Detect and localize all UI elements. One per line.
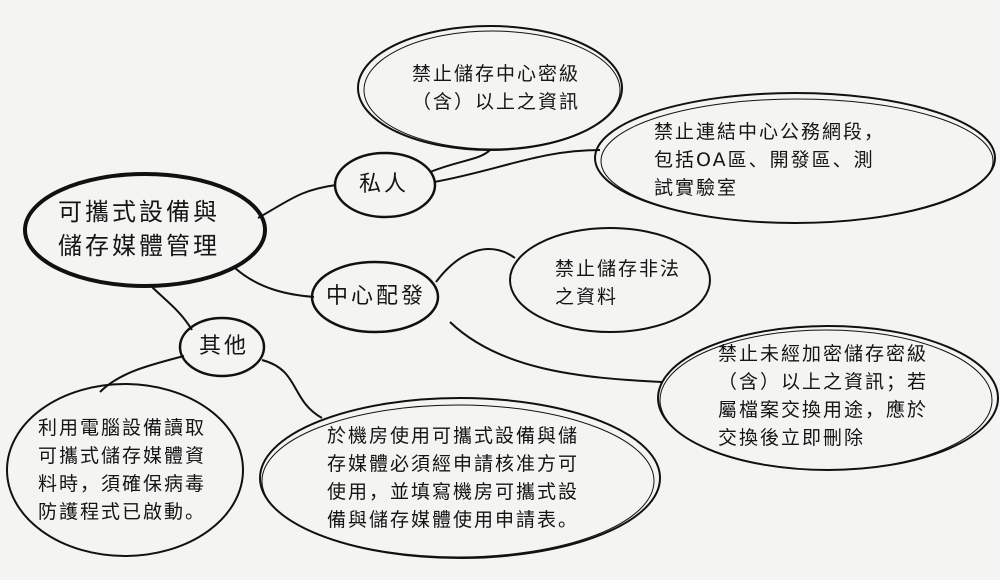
connector-other-leaf1 [99, 355, 185, 393]
leaf-other-2-outline-2 [261, 404, 655, 558]
leaf-other-1: 利用電腦設備讀取 可攜式儲存媒體資 料時，須確保病毒 防護程式已啟動。 [38, 414, 206, 526]
leaf-private-2: 禁止連結中心公務網段， 包括OA區、開發區、測 試實驗室 [654, 118, 885, 202]
private-node-outline [333, 151, 437, 219]
leaf-line: 使用，並填寫機房可攜式設 [327, 481, 580, 503]
leaf-private-2-outline-2 [600, 98, 994, 224]
leaf-line: 可攜式儲存媒體資 [38, 445, 207, 467]
root-line: 可攜式設備與 [58, 198, 220, 226]
connector-root-private [257, 184, 337, 219]
private-node-label: 私人 [359, 172, 410, 197]
connector-private-leaf1 [429, 149, 491, 173]
leaf-line: 利用電腦設備讀取 [38, 417, 207, 439]
leaf-line: 存媒體必須經申請核准方可 [327, 453, 580, 475]
leaf-center-1: 禁止儲存非法 之資料 [555, 255, 681, 311]
root-node-outline [23, 172, 267, 288]
leaf-line: 防護程式已啟動。 [38, 501, 207, 523]
root-line: 儲存媒體管理 [58, 232, 220, 260]
leaf-private-1-outline-2 [363, 30, 621, 150]
connector-root-other [149, 284, 193, 331]
root-node-label: 可攜式設備與 儲存媒體管理 [58, 195, 220, 263]
leaf-other-2: 於機房使用可攜式設備與儲 存媒體必須經申請核准方可 使用，並填寫機房可攜式設 備… [327, 422, 579, 534]
leaf-line: 料時，須確保病毒 [38, 473, 207, 495]
leaf-other-2-outline [259, 397, 661, 559]
leaf-private-1: 禁止儲存中心密級 （含）以上之資訊 [412, 60, 580, 116]
connector-private-leaf2 [433, 149, 601, 183]
leaf-center-1-outline [509, 227, 711, 333]
leaf-other-1-outline [6, 383, 244, 557]
leaf-line: 包括OA區、開發區、測 [654, 149, 875, 171]
connector-center-leaf2 [449, 321, 663, 383]
leaf-line: 試實驗室 [654, 177, 739, 199]
leaf-line: 禁止連結中心公務網段， [654, 121, 886, 143]
leaf-line: 屬檔案交換用途，應於 [718, 399, 929, 421]
leaf-center-2: 禁止未經加密儲存密級 （含）以上之資訊；若 屬檔案交換用途，應於 交換後立即刪除 [718, 340, 928, 452]
center-node-label: 中心配發 [326, 284, 427, 309]
leaf-private-1-outline [357, 25, 623, 151]
leaf-center-2-outline-2 [659, 329, 993, 471]
connector-center-leaf1 [435, 248, 516, 283]
leaf-line: （含）以上之資訊；若 [718, 371, 929, 393]
leaf-line: 之資料 [555, 286, 619, 308]
other-node-label: 其他 [199, 334, 250, 359]
leaf-line: 備與儲存媒體使用申請表。 [327, 509, 580, 531]
leaf-line: 禁止未經加密儲存密級 [718, 343, 929, 365]
center-node-outline [310, 260, 440, 334]
leaf-line: （含）以上之資訊 [412, 91, 581, 113]
leaf-line: 禁止儲存非法 [555, 258, 682, 280]
leaf-line: 禁止儲存中心密級 [412, 63, 581, 85]
connector-root-center [234, 267, 315, 298]
other-node-outline [178, 316, 266, 378]
connector-other-leaf2 [261, 359, 323, 419]
leaf-line: 交換後立即刪除 [718, 427, 866, 449]
leaf-line: 於機房使用可攜式設備與儲 [327, 425, 580, 447]
